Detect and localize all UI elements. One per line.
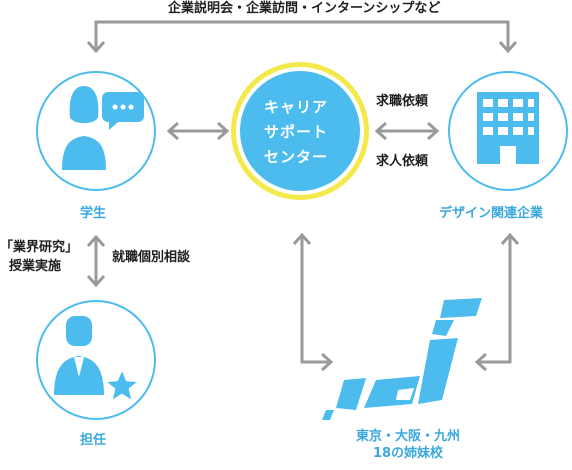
student-teacher-arrow: [86, 234, 106, 288]
industry-research-label-line1: 「業界研究」: [0, 240, 79, 255]
student-node: [36, 71, 156, 191]
teacher-node: [36, 300, 156, 420]
company-schools-arrow: [474, 232, 520, 372]
center-schools-arrow: [292, 232, 334, 372]
recruit-request-label: 求人依頼: [376, 154, 429, 169]
center-label-line2: サポート: [263, 123, 328, 141]
top-bracket-arrow: [86, 20, 518, 54]
consultation-label: 就職個別相談: [112, 250, 191, 265]
student-icon: [62, 86, 106, 170]
center-label-line3: センター: [263, 148, 328, 166]
japan-map-icon: [322, 298, 482, 420]
top-connection-label: 企業説明会・企業訪問・インターンシップなど: [168, 1, 441, 16]
career-support-center-node: [231, 62, 369, 200]
center-label-line1: キャリア: [263, 98, 328, 116]
speech-bubble-icon: [102, 92, 144, 130]
company-label: デザイン関連企業: [439, 206, 544, 221]
teacher-label: 担任: [80, 433, 107, 448]
student-label: 学生: [80, 206, 107, 221]
sister-schools-line1: 東京・大阪・九州: [355, 429, 460, 444]
industry-research-label-line2: 授業実施: [9, 259, 62, 274]
center-company-arrow: [374, 121, 440, 141]
sister-schools-label: 東京・大阪・九州 18の姉妹校: [344, 429, 472, 463]
student-center-arrow: [166, 121, 230, 141]
career-support-center-label: キャリア サポート センター: [232, 95, 360, 170]
star-icon: [102, 366, 142, 404]
sister-schools-line2: 18の姉妹校: [372, 445, 444, 461]
company-node: [448, 71, 568, 191]
building-icon: [477, 92, 539, 164]
job-request-label: 求職依頼: [376, 94, 429, 109]
teacher-icon: [54, 316, 104, 395]
